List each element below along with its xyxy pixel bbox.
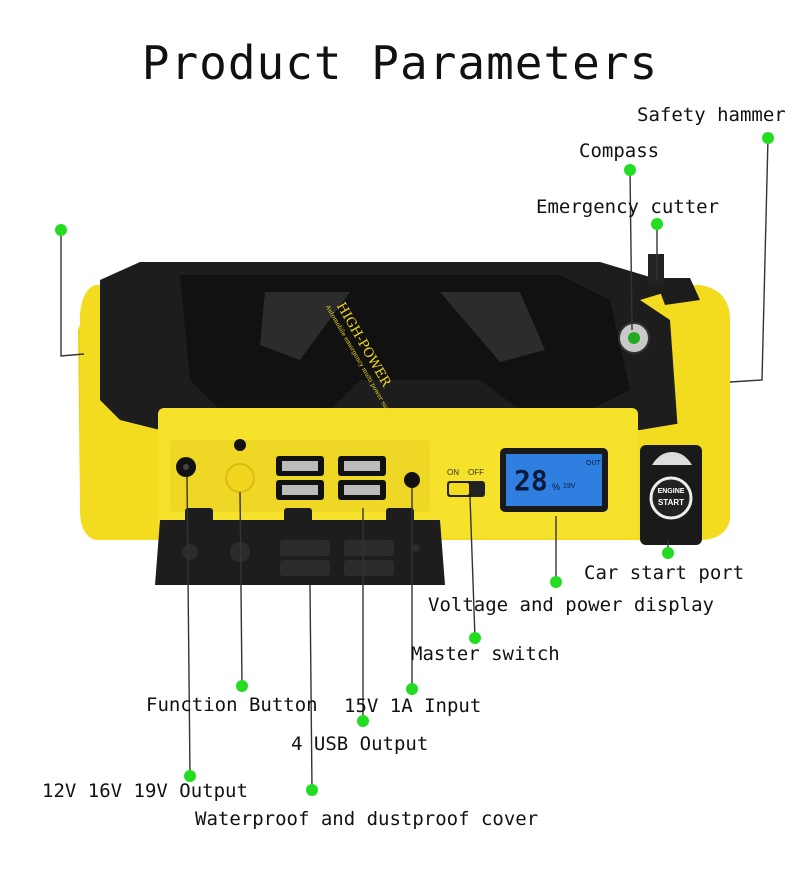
- callout-dot-voltage-display: [550, 576, 562, 588]
- callout-dot-cover: [306, 784, 318, 796]
- master-switch-slider: [449, 483, 469, 495]
- engine-start-line1: ENGINE: [657, 488, 685, 495]
- usb-ports: [276, 456, 386, 500]
- lcd-unit: %: [552, 482, 561, 492]
- label-safety-hammer: Safety hammer: [637, 104, 786, 126]
- indicator-hole: [234, 439, 246, 451]
- label-cover: Waterproof and dustproof cover: [195, 808, 539, 830]
- callout-dot-safety-hammer: [762, 132, 774, 144]
- page-title: Product Parameters: [141, 36, 659, 90]
- label-car-start-port: Car start port: [584, 562, 745, 584]
- callout-dot-car-start-port: [662, 547, 674, 559]
- callout-dot-usb-output: [357, 715, 369, 727]
- input-port: [404, 472, 420, 488]
- label-dc-output: 12V 16V 19V Output: [42, 780, 248, 802]
- engine-start-button-shape: [649, 476, 693, 520]
- switch-on-label: ON: [447, 468, 459, 477]
- label-master-switch: Master switch: [411, 643, 560, 665]
- label-compass: Compass: [579, 140, 660, 162]
- compass-center: [628, 332, 640, 344]
- cutter-shape: [648, 254, 664, 285]
- safety-hammer-shape: [655, 278, 700, 305]
- callout-dot-input: [406, 683, 418, 695]
- label-voltage-display: Voltage and power display: [428, 594, 714, 616]
- callout-dot-function-button: [236, 680, 248, 692]
- lcd-out: OUT: [586, 460, 601, 467]
- car-icon: [652, 452, 692, 465]
- engine-start-line2: START: [657, 498, 685, 507]
- callout-dot-master-switch: [469, 632, 481, 644]
- leader-lines: [60, 137, 769, 791]
- lcd-voltage: 19V: [563, 483, 576, 490]
- lcd-value: 28: [514, 464, 548, 497]
- switch-off-label: OFF: [468, 468, 484, 477]
- label-usb-output: 4 USB Output: [291, 733, 429, 755]
- label-function-button: Function Button: [146, 694, 318, 716]
- callout-dot-compass: [624, 164, 636, 176]
- label-input: 15V 1A Input: [344, 695, 482, 717]
- right-end-yellow: [640, 285, 730, 480]
- wedge-right: [440, 292, 545, 362]
- callout-dot-emergency-cutter: [651, 218, 663, 230]
- lcd-screen: [506, 454, 602, 506]
- label-emergency-cutter: Emergency cutter: [536, 196, 720, 218]
- function-button-shape: [225, 463, 255, 493]
- wedge-left: [260, 292, 350, 360]
- callout-dot-left-side: [55, 224, 67, 236]
- callout-dot-dc-output: [184, 770, 196, 782]
